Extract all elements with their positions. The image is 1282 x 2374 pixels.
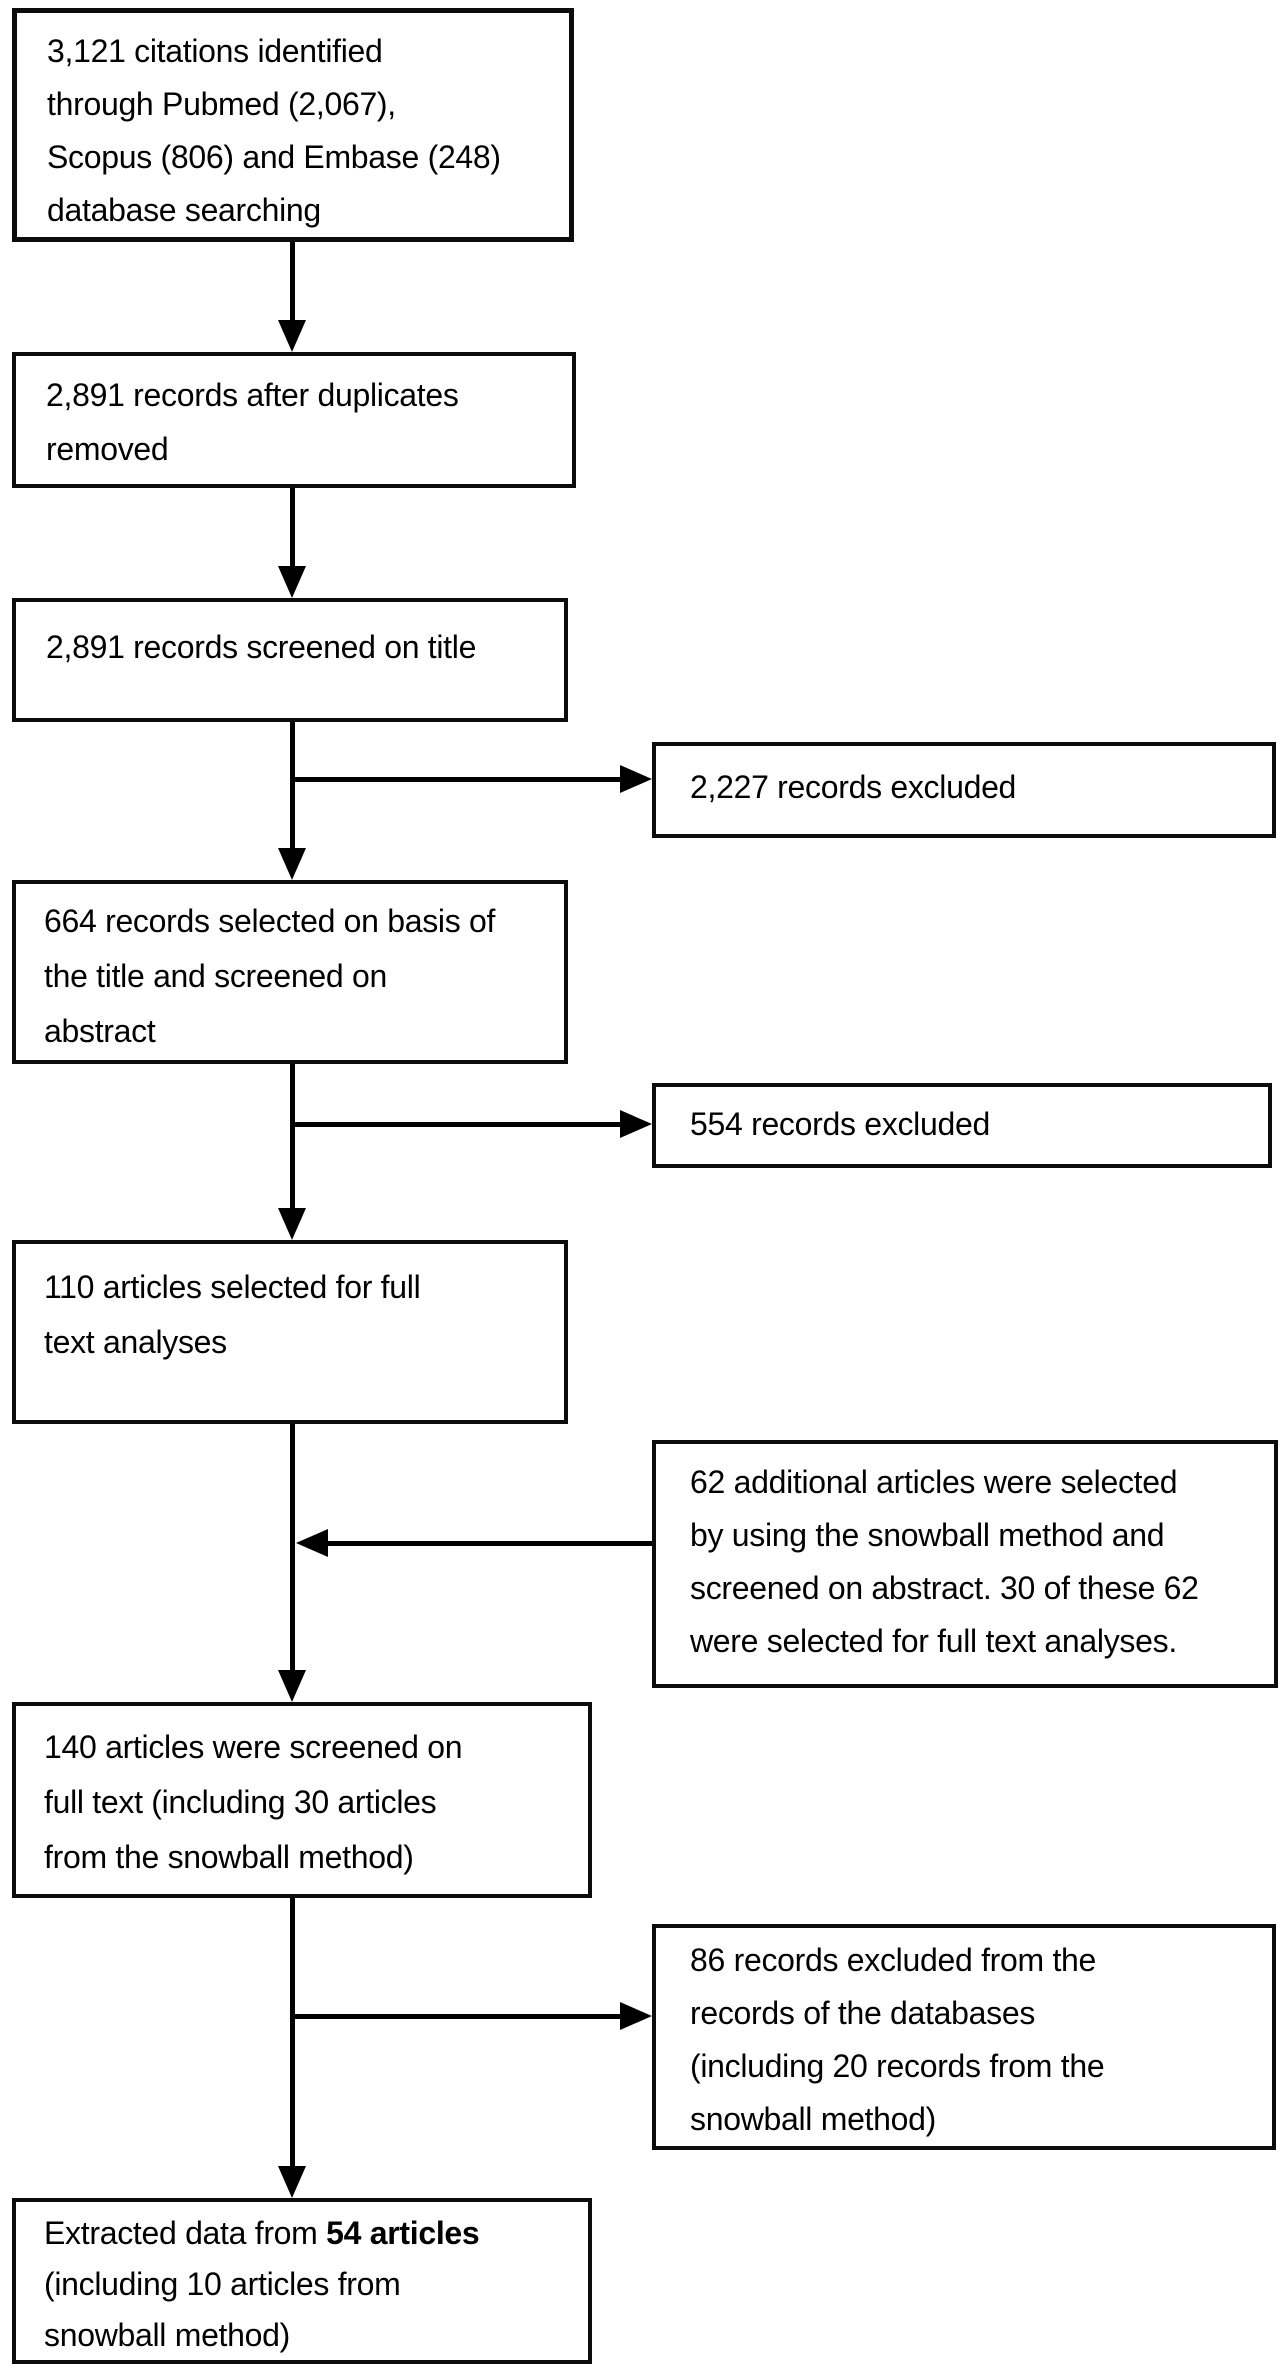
arrow-title-screen-to-selected-line	[290, 722, 295, 852]
arrow-identified-to-duplicates-line	[290, 242, 295, 324]
flow-box-duplicates-removed-text: 2,891 records after duplicates removed	[46, 377, 459, 467]
flow-box-screened-full-text: 140 articles were screened on full text …	[12, 1702, 592, 1898]
branch-to-excluded-abstract-head-icon	[620, 1110, 652, 1138]
branch-to-excluded-title-line	[290, 777, 620, 782]
arrow-selected-to-full-text-line	[290, 1064, 295, 1212]
side-box-excluded-abstract: 554 records excluded	[652, 1083, 1272, 1168]
arrow-selected-to-full-text-head-icon	[278, 1208, 306, 1240]
branch-from-snowball-line	[328, 1541, 652, 1546]
arrow-screened-to-extracted-head-icon	[278, 2166, 306, 2198]
flow-box-extracted-data-text: Extracted data from 54 articles (includi…	[44, 2208, 566, 2361]
extracted-data-prefix: Extracted data from	[44, 2215, 327, 2251]
arrow-identified-to-duplicates-head-icon	[278, 320, 306, 352]
flow-box-selected-full-text: 110 articles selected for full text anal…	[12, 1240, 568, 1424]
side-box-snowball-additional-text: 62 additional articles were selected by …	[690, 1464, 1199, 1659]
branch-to-excluded-title-head-icon	[620, 765, 652, 793]
arrow-full-text-to-screened-line	[290, 1424, 295, 1674]
arrow-duplicates-to-title-screen-line	[290, 488, 295, 570]
flow-box-citations-identified: 3,121 citations identified through Pubme…	[12, 8, 574, 242]
extracted-data-count: 54 articles	[326, 2215, 480, 2251]
side-box-excluded-title-text: 2,227 records excluded	[690, 769, 1017, 805]
flow-box-selected-full-text-text: 110 articles selected for full text anal…	[44, 1269, 421, 1360]
branch-to-excluded-full-text-line	[290, 2014, 620, 2019]
flow-box-screened-on-title-text: 2,891 records screened on title	[46, 629, 477, 665]
arrow-duplicates-to-title-screen-head-icon	[278, 566, 306, 598]
flow-box-screened-full-text-text: 140 articles were screened on full text …	[44, 1729, 463, 1875]
extracted-data-suffix: (including 10 articles from snowball met…	[44, 2266, 401, 2353]
branch-to-excluded-abstract-line	[290, 1122, 620, 1127]
branch-to-excluded-full-text-head-icon	[620, 2002, 652, 2030]
side-box-snowball-additional: 62 additional articles were selected by …	[652, 1440, 1278, 1688]
arrow-title-screen-to-selected-head-icon	[278, 848, 306, 880]
flow-box-citations-identified-text: 3,121 citations identified through Pubme…	[47, 33, 501, 228]
side-box-excluded-full-text-text: 86 records excluded from the records of …	[690, 1942, 1105, 2137]
flow-box-screened-on-title: 2,891 records screened on title	[12, 598, 568, 722]
flow-box-selected-on-title-text: 664 records selected on basis of the tit…	[44, 903, 496, 1049]
flow-box-extracted-data: Extracted data from 54 articles (includi…	[12, 2198, 592, 2364]
side-box-excluded-full-text: 86 records excluded from the records of …	[652, 1924, 1276, 2150]
side-box-excluded-abstract-text: 554 records excluded	[690, 1106, 990, 1142]
side-box-excluded-title: 2,227 records excluded	[652, 742, 1276, 838]
arrow-screened-to-extracted-line	[290, 1898, 295, 2170]
branch-from-snowball-head-icon	[296, 1529, 328, 1557]
flow-box-selected-on-title: 664 records selected on basis of the tit…	[12, 880, 568, 1064]
arrow-full-text-to-screened-head-icon	[278, 1670, 306, 1702]
flow-box-duplicates-removed: 2,891 records after duplicates removed	[12, 352, 576, 488]
